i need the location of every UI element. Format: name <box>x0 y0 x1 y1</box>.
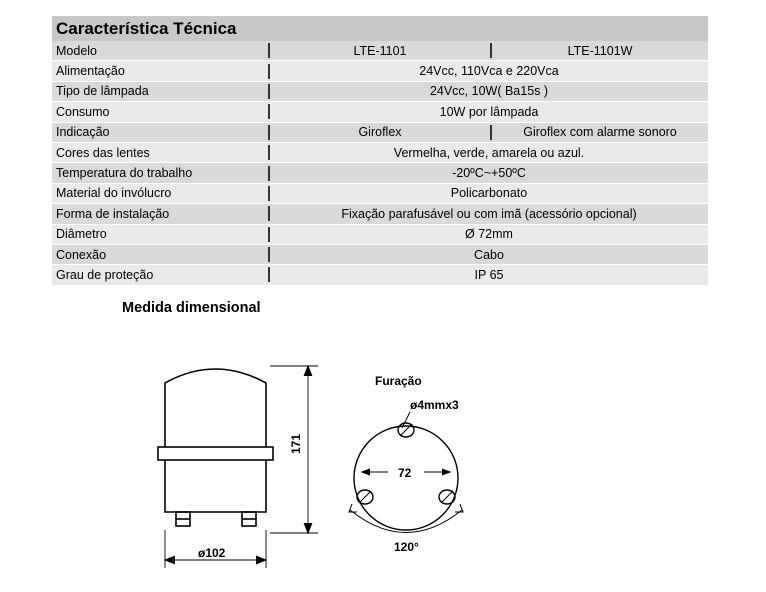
spec-row-value: Fixação parafusável ou com imã (acessóri… <box>270 204 708 223</box>
spec-row-value: Policarbonato <box>270 184 708 203</box>
column-separator <box>268 247 270 263</box>
spec-value: Fixação parafusável ou com imã (acessóri… <box>341 206 637 221</box>
column-separator <box>268 43 270 59</box>
spec-row-value: -20ºC~+50ºC <box>270 163 708 182</box>
spec-row: Consumo 10W por lâmpada <box>52 102 708 123</box>
spec-row-label: Forma de instalação <box>56 206 170 221</box>
spec-value: 10W por lâmpada <box>439 104 539 119</box>
spec-row-value: 10W por lâmpada <box>270 102 708 121</box>
spec-value: 24Vcc, 10W( Ba15s ) <box>429 84 549 99</box>
spec-value: Policarbonato <box>450 186 528 201</box>
hole-left <box>356 489 374 505</box>
spec-value: IP 65 <box>474 267 504 282</box>
column-separator <box>268 83 270 99</box>
column-separator <box>268 63 270 79</box>
spec-row: Tipo de lâmpada 24Vcc, 10W( Ba15s ) <box>52 81 708 103</box>
spec-row-label: Consumo <box>56 104 110 119</box>
base-body <box>164 460 267 513</box>
spec-row: Cores das lentes Vermelha, verde, amarela… <box>52 142 708 164</box>
angle-label: 120° <box>394 540 419 554</box>
spec-value: -20ºC~+50ºC <box>452 166 526 181</box>
base-band <box>157 446 274 461</box>
column-separator <box>268 145 270 161</box>
drilling-title: Furação <box>375 374 422 388</box>
dimensional-title: Medida dimensional <box>122 300 261 316</box>
spec-row-label: Modelo <box>56 43 97 58</box>
column-separator <box>268 267 270 283</box>
spec-value-a: LTE-1101 <box>353 43 407 58</box>
spec-row-label: Material do invólucro <box>56 186 172 201</box>
spec-row-label: Temperatura do trabalho <box>56 166 193 181</box>
spec-row: Conexão Cabo <box>52 244 708 266</box>
spec-row-value: Vermelha, verde, amarela ou azul. <box>270 143 708 162</box>
spec-row: Modelo LTE-1101 LTE-1101W <box>52 41 708 62</box>
spec-row: Material do invólucro Policarbonato <box>52 183 708 205</box>
spec-value-b: LTE-1101W <box>567 43 633 58</box>
spec-row: Temperatura do trabalho -20ºC~+50ºC <box>52 163 708 184</box>
spec-row: Forma de instalação Fixação parafusável o… <box>52 204 708 225</box>
column-separator <box>490 43 492 59</box>
spec-value-a: Giroflex <box>358 125 402 140</box>
column-separator <box>268 185 270 201</box>
spec-row-value: Giroflex Giroflex com alarme sonoro <box>270 123 708 142</box>
spec-row: Diâmetro Ø 72mm <box>52 224 708 245</box>
spec-row-value: Cabo <box>270 245 708 264</box>
spec-row-label: Conexão <box>56 247 107 262</box>
hole-label: ø4mmx3 <box>410 398 459 412</box>
spec-value: 24Vcc, 110Vca e 220Vca <box>419 64 559 79</box>
spec-row: Alimentação 24Vcc, 110Vca e 220Vca <box>52 61 708 82</box>
column-separator <box>268 104 270 120</box>
spec-value-b: Giroflex com alarme sonoro <box>523 125 677 140</box>
column-separator <box>268 165 270 181</box>
spec-row-label: Diâmetro <box>56 227 107 242</box>
column-separator <box>268 206 270 222</box>
lens-dome <box>164 368 267 447</box>
spec-row-label: Indicação <box>56 125 110 140</box>
spec-row-value: LTE-1101 LTE-1101W <box>270 41 708 60</box>
spec-value: Vermelha, verde, amarela ou azul. <box>393 145 585 160</box>
spec-row-label: Grau de proteção <box>56 267 154 282</box>
width-label: ø102 <box>198 546 226 560</box>
hole-top <box>397 422 415 438</box>
height-label: 171 <box>289 434 303 454</box>
column-separator <box>268 124 270 140</box>
spec-row: Grau de proteção IP 65 <box>52 265 708 286</box>
hole-right <box>438 489 456 505</box>
spec-value: Ø 72mm <box>465 227 513 242</box>
spec-value: Cabo <box>474 247 504 262</box>
spec-title: Característica Técnica <box>52 16 708 41</box>
column-separator <box>490 124 492 140</box>
spec-row-value: 24Vcc, 10W( Ba15s ) <box>270 82 708 101</box>
spec-row-label: Alimentação <box>56 64 125 79</box>
spec-row: Indicação Giroflex Giroflex com alarme son… <box>52 122 708 143</box>
drilling-circle <box>353 425 459 531</box>
spec-row-label: Cores das lentes <box>56 145 150 160</box>
spec-row-value: Ø 72mm <box>270 225 708 244</box>
column-separator <box>268 226 270 242</box>
spec-rows: Modelo LTE-1101 LTE-1101W Alimentação 24Vcc,… <box>52 41 708 286</box>
spec-row-value: 24Vcc, 110Vca e 220Vca <box>270 61 708 80</box>
hole-distance-label: 72 <box>398 466 412 480</box>
spec-row-value: IP 65 <box>270 265 708 284</box>
spec-row-label: Tipo de lâmpada <box>56 84 149 99</box>
